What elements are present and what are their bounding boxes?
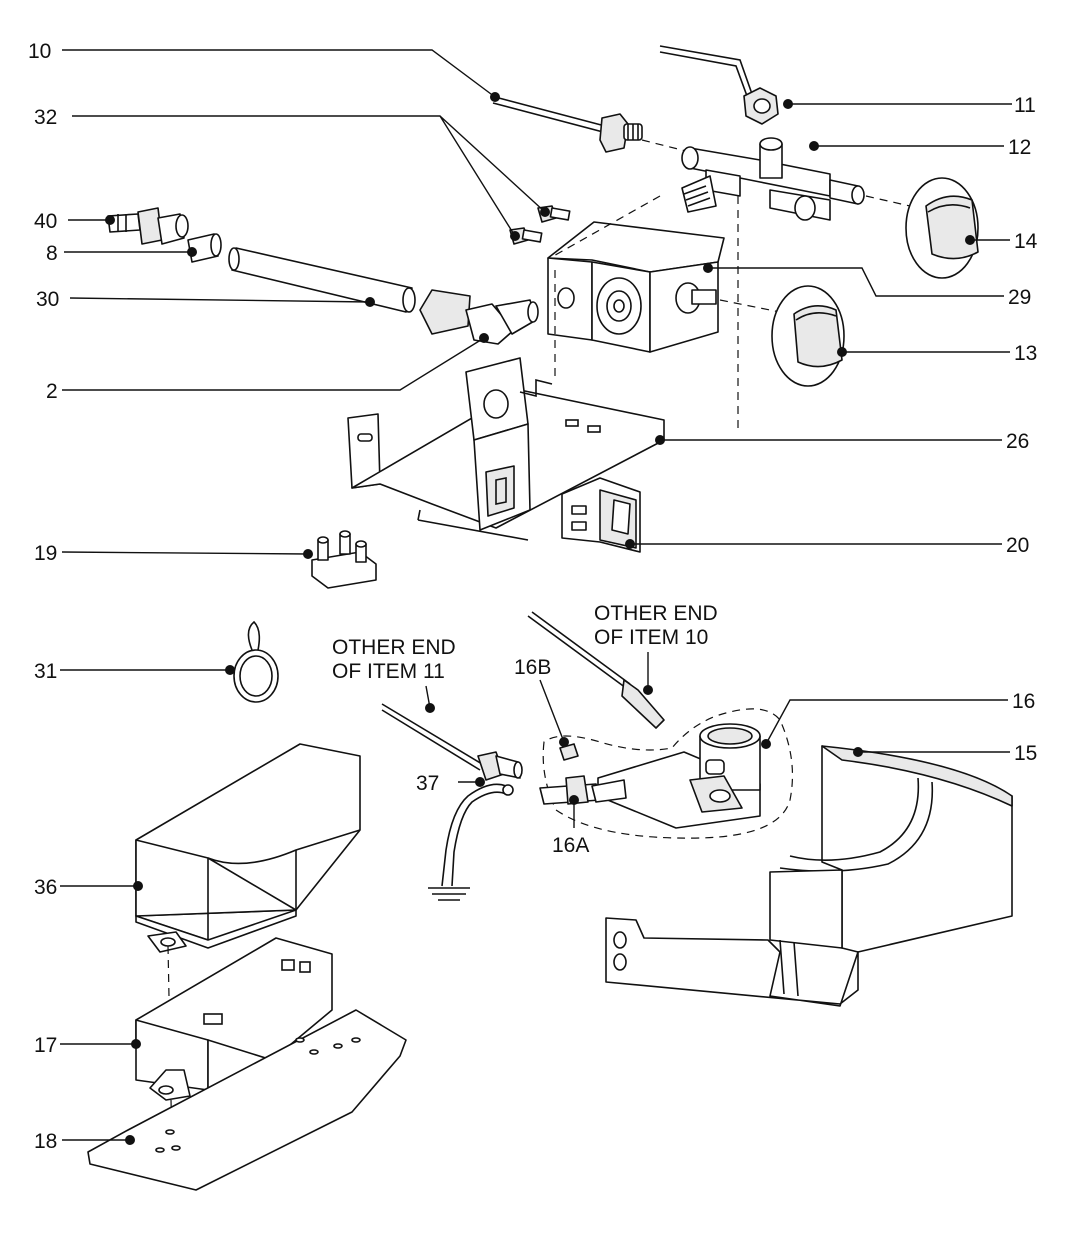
callout-14: 14	[1014, 230, 1038, 253]
part-40-fitting	[107, 207, 189, 245]
callout-labels: 10 32 40 8 30 2 19 31 36 17 18 11 12 14 …	[28, 40, 1038, 1153]
part-11-tube-nut	[659, 45, 779, 125]
part-31-clamp	[233, 620, 279, 703]
callout-8: 8	[46, 242, 58, 265]
callout-12: 12	[1008, 136, 1031, 159]
callout-26: 26	[1006, 430, 1029, 453]
part-14-knob	[905, 177, 979, 279]
part-10-capillary-tube	[492, 96, 691, 153]
callout-16B: 16B	[514, 656, 551, 679]
callout-10: 10	[28, 40, 51, 63]
part-29-valve-block	[547, 195, 781, 432]
part-36-cover	[135, 743, 361, 953]
callout-32: 32	[34, 106, 57, 129]
part-30-tube	[228, 247, 416, 313]
callout-11: 11	[1014, 94, 1036, 117]
part-16-pilot-assembly	[539, 708, 794, 839]
callout-2: 2	[46, 380, 58, 403]
part-20-switch	[561, 477, 641, 553]
callout-40: 40	[34, 210, 57, 233]
part-15-housing	[605, 745, 1013, 1007]
callout-18: 18	[34, 1130, 57, 1153]
part-37-ground-wire	[428, 783, 514, 901]
note-item10-line2: OF ITEM 10	[594, 626, 708, 649]
note-item11-line2: OF ITEM 11	[332, 660, 445, 683]
callout-15: 15	[1014, 742, 1037, 765]
note-item10-line1: OTHER END	[594, 602, 718, 625]
leader-dots	[105, 92, 975, 1145]
callout-31: 31	[34, 660, 57, 683]
annotation-notes: OTHER END OF ITEM 10 OTHER END OF ITEM 1…	[332, 602, 718, 683]
part-12-valve-body	[681, 137, 911, 221]
part-19-terminal-block	[311, 530, 377, 589]
callout-20: 20	[1006, 534, 1029, 557]
note-item11-line1: OTHER END	[332, 636, 456, 659]
callout-17: 17	[34, 1034, 57, 1057]
leader-lines	[60, 49, 1012, 1141]
part-2-elbow	[419, 289, 539, 345]
callout-16: 16	[1012, 690, 1035, 713]
callout-19: 19	[34, 542, 57, 565]
part-10-other-end	[527, 611, 665, 729]
part-26-bracket	[347, 357, 665, 541]
part-18-plate	[87, 1009, 407, 1191]
callout-16A: 16A	[552, 834, 589, 857]
callout-13: 13	[1014, 342, 1037, 365]
callout-36: 36	[34, 876, 57, 899]
callout-30: 30	[36, 288, 59, 311]
callout-29: 29	[1008, 286, 1031, 309]
callout-37: 37	[416, 772, 439, 795]
part-13-knob	[771, 285, 845, 387]
part-11-other-end	[381, 703, 523, 781]
